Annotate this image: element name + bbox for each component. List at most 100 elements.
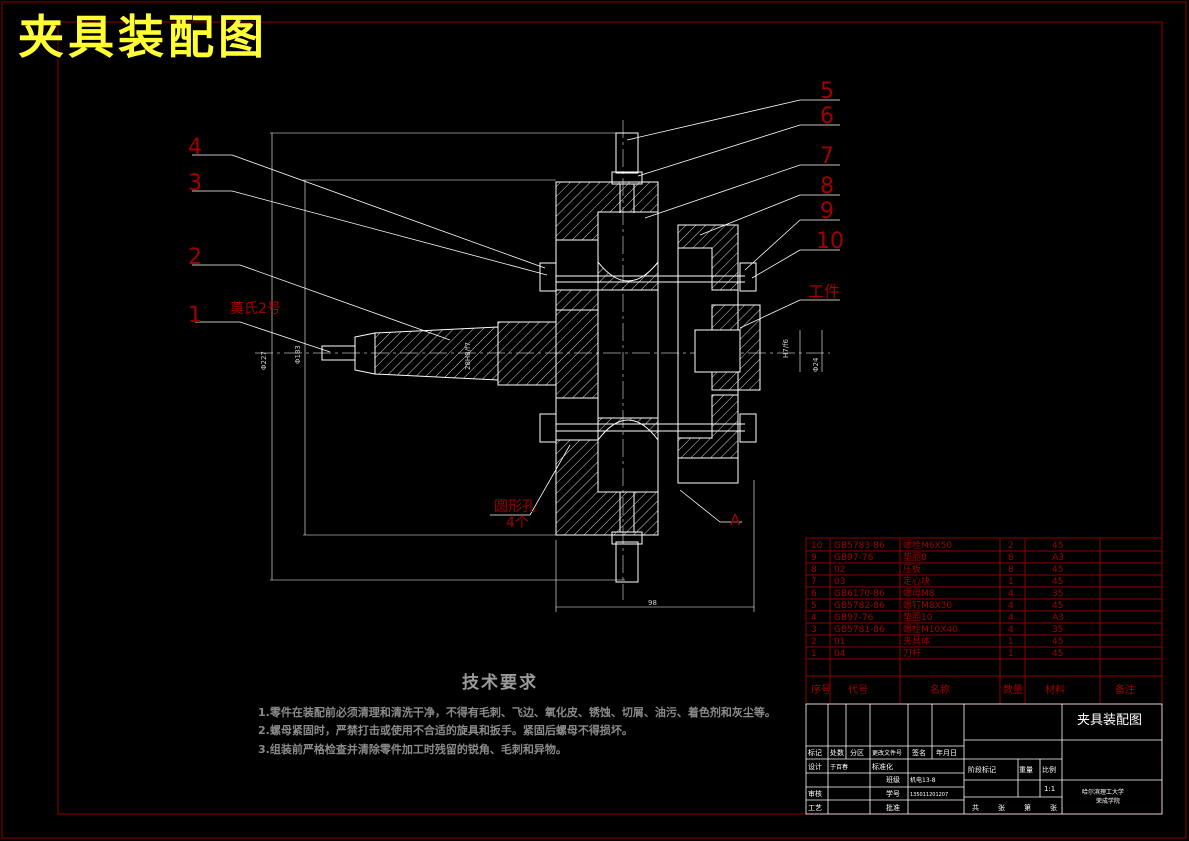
bom-cell-name: 螺母M8 [903, 588, 935, 599]
dimension-texts: Φ227 Φ183 28H8/f7 H7/f6 Φ24 98 [260, 338, 820, 607]
bom-cell-name: 压板 [903, 563, 921, 575]
tech-req-line-2: 2.螺母紧固时，严禁打击或使用不合适的旋具和扳手。紧固后螺母不得损坏。 [258, 724, 633, 737]
bom-cell-code: 04 [834, 649, 846, 659]
screw-bottom [615, 541, 639, 583]
bom-cell-code: 02 [834, 565, 845, 575]
dim-width: 98 [648, 599, 657, 607]
tb-approve: 批准 [886, 803, 900, 812]
bom-header-mat: 材料 [1045, 683, 1065, 696]
bom-cell-mat: A3 [1052, 613, 1064, 623]
tb-id-value: 135011201207 [910, 792, 948, 798]
callout-2: 2 [188, 245, 202, 270]
bom-cell-no: 7 [811, 577, 817, 587]
bom-header: 序号 代号 名称 数量 材料 备注 [811, 683, 1135, 696]
bom-cell-mat: 45 [1052, 541, 1063, 551]
bom-cell-qty: 4 [1008, 601, 1014, 611]
callout-5: 5 [820, 79, 834, 104]
tb-class-label: 班级 [886, 775, 900, 784]
bom-cell-mat: 45 [1052, 601, 1063, 611]
tb-sheets-no: 第 [1024, 803, 1031, 812]
bom-table [805, 537, 1163, 705]
callout-9: 9 [820, 199, 834, 224]
press-plate-top [677, 224, 739, 291]
label-workpiece: 工件 [808, 282, 840, 301]
bom-cell-mat: 35 [1052, 625, 1063, 635]
drawing-labels: 莫氏2号 工件 圆形孔 4个 A [230, 282, 840, 531]
callout-4: 4 [188, 135, 202, 160]
bom-cell-qty: 2 [1008, 541, 1014, 551]
bom-header-code: 代号 [848, 684, 868, 696]
bom-cell-name: 螺栓M10X40 [903, 623, 958, 635]
tb-rev-count: 处数 [830, 748, 844, 757]
bom-cell-mat: 45 [1052, 565, 1063, 575]
press-plate-bottom [677, 394, 739, 459]
tb-school: 哈尔滨理工大学 [1082, 788, 1124, 796]
bolt-top-left [539, 262, 557, 292]
bom-cell-no: 3 [811, 625, 817, 635]
title-block [805, 703, 1163, 815]
tb-scale: 比例 [1042, 765, 1056, 774]
bom-cell-qty: 1 [1008, 577, 1014, 587]
bom-cell-name: 垫圈8 [903, 551, 927, 563]
tb-dept: 荣成学院 [1096, 797, 1120, 805]
callout-8: 8 [820, 174, 834, 199]
bom-header-name: 名称 [930, 683, 950, 696]
dim-d24: Φ24 [812, 357, 820, 372]
tb-rev-mark: 标记 [808, 748, 822, 757]
tech-req-line-3: 3.组装前严格检查并清除零件加工时残留的锐角、毛刺和异物。 [258, 743, 567, 756]
bom-cell-code: GB5782-86 [834, 601, 885, 611]
bom-cell-mat: 45 [1052, 637, 1063, 647]
bom-cell-code: 01 [834, 637, 845, 647]
tech-req-title: 技术要求 [462, 673, 538, 693]
bom-cell-no: 4 [811, 613, 817, 623]
bom-cell-no: 8 [811, 565, 817, 575]
tb-designer: 于百春 [830, 763, 848, 771]
bom-cell-code: 03 [834, 577, 845, 587]
tb-rev-sign: 签名 [912, 748, 926, 757]
bom-cell-name: 夹具体 [903, 635, 930, 647]
callout-10: 10 [816, 229, 844, 254]
dim-d227: Φ227 [260, 351, 268, 370]
tb-scale-value: 1:1 [1044, 785, 1055, 793]
bom-cell-qty: 4 [1008, 613, 1014, 623]
dim-fit-arbor: 28H8/f7 [464, 342, 472, 370]
bom-cell-qty: 1 [1008, 637, 1014, 647]
bom-cell-mat: A3 [1052, 553, 1064, 563]
bom-cell-qty: 8 [1008, 565, 1014, 575]
tb-rev-zone: 分区 [850, 748, 864, 757]
label-morse: 莫氏2号 [230, 301, 281, 317]
tb-sheets-unit1: 张 [998, 803, 1005, 812]
tb-sheets-unit2: 张 [1050, 803, 1057, 812]
tb-stage: 阶段标记 [968, 765, 996, 774]
bom-cell-name: 刀杆 [903, 647, 921, 659]
tb-design: 设计 [808, 762, 822, 771]
bom-cell-qty: 8 [1008, 553, 1014, 563]
bom-cell-qty: 4 [1008, 589, 1014, 599]
bom-cell-mat: 35 [1052, 589, 1063, 599]
screw-top [615, 132, 639, 174]
bom-header-no: 序号 [811, 683, 831, 696]
bolt-bottom-left [539, 413, 557, 443]
tb-sheets-total: 共 [972, 803, 979, 812]
tb-rev-doc: 更改文件号 [872, 749, 902, 757]
bom-cell-code: GB97-76 [834, 613, 874, 623]
bom-cell-name: 垫圈10 [903, 611, 933, 623]
callout-1: 1 [188, 303, 202, 328]
bom-header-note: 备注 [1115, 683, 1135, 696]
bom-cell-mat: 45 [1052, 577, 1063, 587]
bom-cell-code: GB6170-86 [834, 589, 885, 599]
tb-process: 工艺 [808, 804, 822, 812]
bom-cell-qty: 4 [1008, 625, 1014, 635]
tb-weight: 重量 [1019, 766, 1033, 774]
tb-check: 审核 [808, 789, 822, 798]
dim-d183: Φ183 [294, 345, 302, 364]
sheet-title: 夹具装配图 [18, 10, 268, 64]
bom-cell-no: 9 [811, 553, 817, 563]
bom-cell-mat: 45 [1052, 649, 1063, 659]
tb-class-value: 机电13-8 [910, 776, 936, 784]
tb-name: 夹具装配图 [1077, 713, 1142, 728]
leaders [192, 99, 840, 523]
